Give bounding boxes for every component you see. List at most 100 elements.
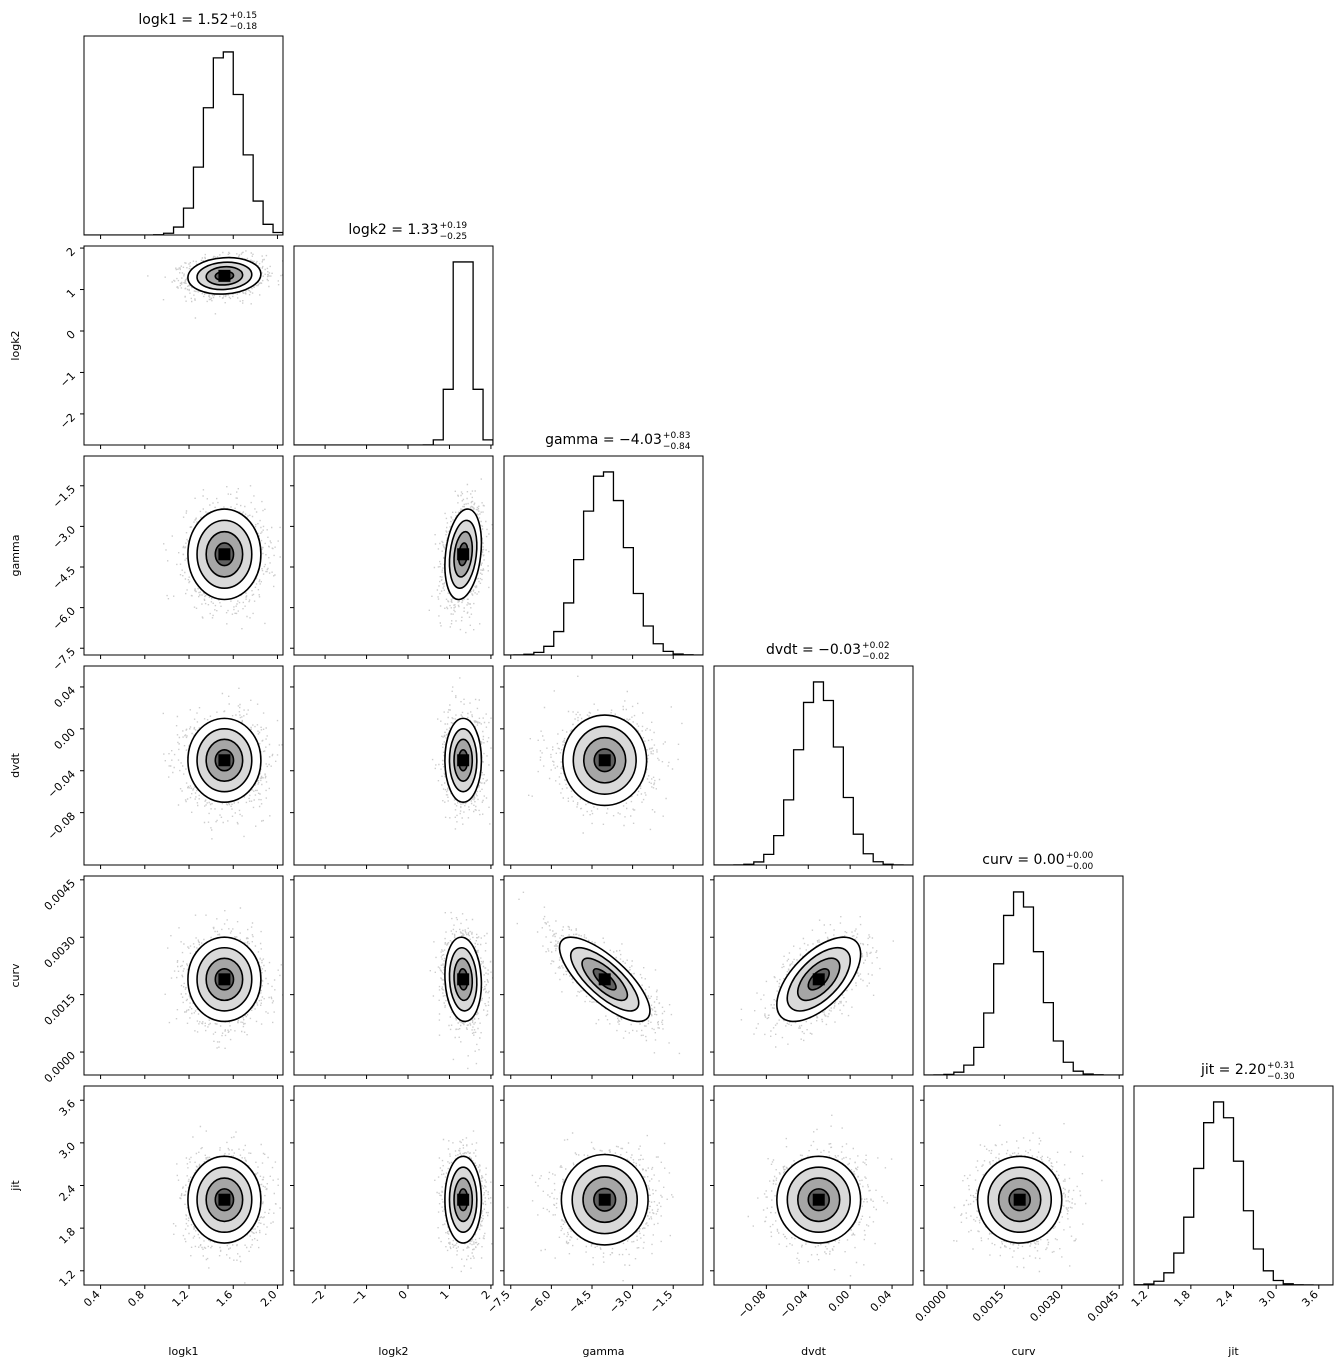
- panel-frame: [1133, 1085, 1334, 1286]
- y-tick-label-jit: 1.2: [57, 1268, 79, 1290]
- x-tick-label-gamma: −6.0: [525, 1288, 553, 1316]
- x-axis-label-jit: jit: [1227, 1345, 1239, 1358]
- panel-frame: [503, 875, 704, 1076]
- density-peak-logk1-curv: [218, 973, 231, 986]
- x-tick-label-gamma: −1.5: [647, 1288, 675, 1316]
- panel-title-upper-logk1: +0.15: [230, 11, 258, 21]
- panel-title-upper-jit: +0.31: [1267, 1061, 1295, 1071]
- x-tick-label-dvdt: −0.08: [735, 1288, 768, 1321]
- x-axis-label-gamma: gamma: [583, 1345, 625, 1358]
- panel-frame: [83, 455, 284, 656]
- y-tick-label-jit: 1.8: [57, 1225, 79, 1247]
- y-tick-label-logk2: −1: [57, 369, 78, 390]
- panel-title-logk2: logk2 = 1.33: [348, 222, 438, 238]
- x-axis-label-logk1: logk1: [168, 1345, 198, 1358]
- x-tick-label-curv: 0.0045: [1085, 1288, 1121, 1324]
- density-peak-logk1-dvdt: [218, 754, 231, 767]
- panel-title-lower-curv: −0.00: [1066, 862, 1094, 872]
- hist-panel-curv: curv = 0.00+0.00−0.00: [923, 851, 1124, 1079]
- panel-frame: [923, 875, 1124, 1076]
- density-peak-logk2-curv: [457, 973, 470, 986]
- scatter-panel-gamma-curv: [500, 875, 704, 1079]
- x-tick-label-dvdt: 0.04: [868, 1288, 895, 1315]
- panel-frame: [713, 875, 914, 1076]
- hist-panel-dvdt: dvdt = −0.03+0.02−0.02: [713, 641, 914, 869]
- panel-title-logk1: logk1 = 1.52: [138, 12, 228, 28]
- x-tick-label-gamma: −7.5: [485, 1288, 513, 1316]
- x-tick-label-logk2: 0: [396, 1288, 410, 1302]
- density-peak-logk1-gamma: [218, 548, 231, 561]
- x-axis-label-logk2: logk2: [378, 1345, 408, 1358]
- density-peak-curv-jit: [1013, 1193, 1026, 1206]
- x-axis-label-dvdt: dvdt: [801, 1345, 826, 1358]
- y-axis-label-gamma: gamma: [9, 535, 22, 577]
- density-peak-gamma-dvdt: [598, 754, 611, 767]
- y-axis-label-jit: jit: [9, 1180, 22, 1192]
- panel-frame: [83, 875, 284, 1076]
- scatter-panel-logk1-gamma: −7.5 −6.0 −4.5 −3.0 −1.5: [50, 455, 284, 673]
- density-peak-gamma-jit: [598, 1193, 611, 1206]
- y-axis-label-dvdt: dvdt: [9, 752, 22, 777]
- y-tick-label-jit: 2.4: [57, 1182, 79, 1204]
- scatter-panel-gamma-dvdt: [500, 665, 704, 869]
- panel-title-lower-gamma: −0.84: [663, 442, 691, 452]
- y-tick-label-gamma: −6.0: [50, 605, 78, 633]
- x-tick-label-jit: 1.8: [1171, 1288, 1193, 1310]
- y-tick-label-curv: 0.0000: [42, 1049, 78, 1085]
- panel-frame: [503, 455, 704, 656]
- y-tick-label-gamma: −4.5: [50, 564, 78, 592]
- scatter-panel-logk2-dvdt: [290, 665, 494, 869]
- y-tick-label-jit: 3.0: [57, 1140, 79, 1162]
- panel-title-dvdt: dvdt = −0.03: [766, 642, 861, 658]
- scatter-panel-dvdt-curv: [710, 875, 914, 1079]
- histogram-dvdt: [714, 681, 913, 865]
- density-peak-dvdt-jit: [812, 1193, 825, 1206]
- x-axis-label-curv: curv: [1011, 1345, 1036, 1358]
- panel-title-lower-dvdt: −0.02: [862, 652, 890, 662]
- histogram-curv: [924, 891, 1123, 1075]
- density-peak-logk2-gamma: [457, 548, 470, 561]
- histogram-gamma: [504, 471, 703, 655]
- x-tick-label-dvdt: −0.04: [777, 1288, 810, 1321]
- y-tick-label-dvdt: 0.04: [52, 684, 79, 711]
- panel-title-upper-curv: +0.00: [1066, 851, 1094, 861]
- x-tick-label-curv: 0.0000: [913, 1288, 949, 1324]
- hist-panel-gamma: gamma = −4.03+0.83−0.84: [503, 431, 704, 659]
- density-peak-dvdt-curv: [812, 973, 825, 986]
- x-tick-label-curv: 0.0015: [970, 1288, 1006, 1324]
- histogram-jit: [1134, 1101, 1333, 1285]
- scatter-panel-logk1-dvdt: −0.08−0.040.000.04: [45, 665, 284, 869]
- y-tick-label-logk2: 2: [64, 245, 78, 259]
- x-tick-label-logk1: 1.2: [170, 1288, 192, 1310]
- y-tick-label-dvdt: −0.04: [45, 768, 78, 801]
- y-axis-label-curv: curv: [9, 963, 22, 988]
- x-tick-label-logk2: −1: [348, 1288, 369, 1309]
- y-axis-label-logk2: logk2: [9, 330, 22, 360]
- y-tick-label-curv: 0.0045: [42, 877, 78, 913]
- panel-frame: [293, 875, 494, 1076]
- panel-title-upper-dvdt: +0.02: [862, 641, 890, 651]
- panel-frame: [83, 245, 284, 446]
- x-tick-label-logk1: 0.4: [81, 1288, 103, 1310]
- density-peak-gamma-curv: [598, 973, 611, 986]
- panel-title-jit: jit = 2.20: [1200, 1062, 1266, 1078]
- x-tick-label-gamma: −3.0: [607, 1288, 635, 1316]
- scatter-panel-logk2-gamma: [290, 455, 494, 659]
- panel-title-lower-jit: −0.30: [1267, 1072, 1295, 1082]
- y-tick-label-gamma: −3.0: [50, 523, 78, 551]
- panel-title-lower-logk1: −0.18: [230, 22, 258, 32]
- x-tick-label-logk1: 1.6: [214, 1288, 236, 1310]
- panel-frame: [293, 665, 494, 866]
- y-tick-label-gamma: −7.5: [50, 645, 78, 673]
- x-tick-label-logk2: −2: [307, 1288, 328, 1309]
- y-tick-label-curv: 0.0015: [42, 992, 78, 1028]
- panel-title-upper-logk2: +0.19: [440, 221, 468, 231]
- density-peak-logk1-jit: [218, 1193, 231, 1206]
- y-tick-label-gamma: −1.5: [50, 483, 78, 511]
- y-tick-label-logk2: −2: [57, 411, 78, 432]
- scatter-points-logk1-dvdt: [162, 687, 283, 840]
